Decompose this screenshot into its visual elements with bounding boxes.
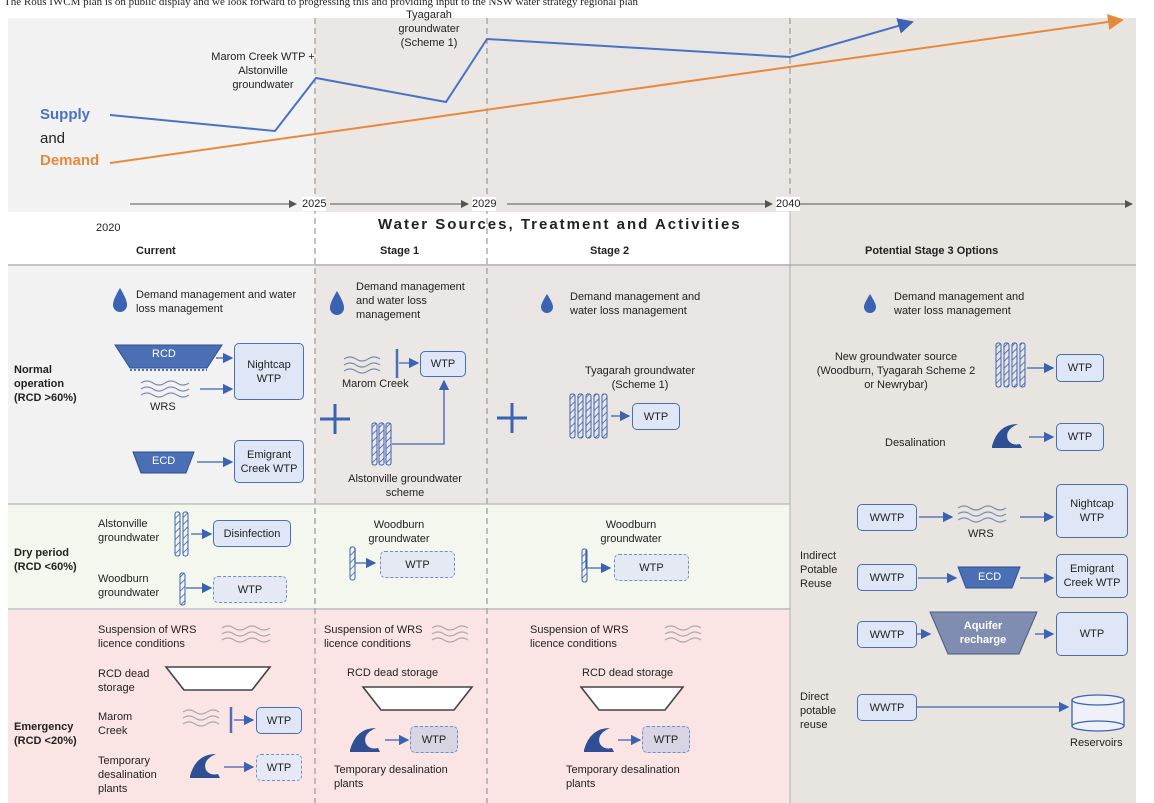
reuse-nightcap-box: Nightcap WTP <box>1056 484 1128 538</box>
current-temp-desal-label: Temporary desalination plants <box>98 755 157 795</box>
caption: The Rous IWCM plan is on public display … <box>4 0 639 8</box>
column-current: Current <box>136 245 176 257</box>
emergency-wave-icons <box>182 625 702 727</box>
column-stage3: Potential Stage 3 Options <box>865 245 999 257</box>
current-marom-label: Marom Creek <box>98 711 133 737</box>
annotation-marom: Marom Creek WTP + Alstonville groundwate… <box>211 51 315 91</box>
current-suspension-label: Suspension of WRS licence conditions <box>98 624 197 650</box>
current-demand-text: Demand management and water loss managem… <box>136 289 297 315</box>
dry-alstonville-label: Alstonville groundwater <box>98 518 160 544</box>
indirect-reuse-label: Indirect Potable Reuse <box>800 550 838 590</box>
stage2-woodburn-label: Woodburn groundwater <box>600 519 662 545</box>
stage1-rcd-dead-label: RCD dead storage <box>347 667 439 679</box>
plus-icons <box>320 403 527 434</box>
new-groundwater-label: New groundwater source (Woodburn, Tyagar… <box>816 351 976 391</box>
year-2040: 2040 <box>776 197 801 211</box>
tyagarah-label: Tyagarah groundwater (Scheme 1) <box>584 365 696 391</box>
stage2-emergency-wtp-box: WTP <box>642 726 690 753</box>
reuse-emigrant-box: Emigrant Creek WTP <box>1056 554 1128 598</box>
wwtp-box-4: WWTP <box>857 694 917 721</box>
reuse-ecd-label: ECD <box>978 571 1002 583</box>
reuse-wrs-label: WRS <box>968 528 994 540</box>
stage1-dry-wtp-box: WTP <box>380 551 455 578</box>
legend-and: and <box>40 130 66 147</box>
aquifer-recharge-icon <box>929 611 1038 655</box>
column-stage1: Stage 1 <box>380 245 420 257</box>
desalination-label: Desalination <box>885 437 946 449</box>
page-title: Water Sources, Treatment and Activities <box>378 216 742 233</box>
desalination-wave-icons <box>190 424 1022 778</box>
demand-line <box>109 14 1124 164</box>
current-rcd-dead-label: RCD dead storage <box>98 668 150 694</box>
alstonville-scheme-label: Alstonville groundwater scheme <box>348 473 462 499</box>
column-stage2: Stage 2 <box>590 245 630 257</box>
stage2-dry-wtp-box: WTP <box>614 554 689 581</box>
stage2-wtp-box: WTP <box>632 403 680 430</box>
rcd-label: RCD <box>152 348 176 360</box>
groundwater-well-icons <box>174 342 1026 606</box>
desal-wtp-box: WTP <box>1056 423 1104 451</box>
disinfection-box: Disinfection <box>213 520 291 547</box>
wrs-wave-icons <box>140 356 1007 523</box>
stage1-emergency-wtp-box: WTP <box>410 726 458 753</box>
year-2025: 2025 <box>302 197 327 211</box>
dry-current-wtp-box: WTP <box>213 576 287 603</box>
emergency-marom-wtp-box: WTP <box>256 707 302 734</box>
stage1-wtp-box: WTP <box>420 351 466 377</box>
rcd-dead-storage-icons <box>164 666 685 711</box>
wwtp-box-1: WWTP <box>857 504 917 531</box>
stage2-demand-text: Demand management and water loss managem… <box>570 291 701 317</box>
stage1-demand-text: Demand management and water loss managem… <box>356 281 465 321</box>
dry-woodburn-label: Woodburn groundwater <box>98 573 160 599</box>
stage-divider-lines <box>314 18 791 803</box>
wwtp-box-3: WWTP <box>857 621 917 648</box>
nightcap-wtp-box: Nightcap WTP <box>234 343 304 400</box>
water-drop-icons <box>113 288 876 315</box>
stage2-rcd-dead-label: RCD dead storage <box>582 667 674 679</box>
reservoirs-label: Reservoirs <box>1070 737 1123 749</box>
stage3-demand-text: Demand management and water loss managem… <box>894 291 1025 317</box>
stage1-suspension-label: Suspension of WRS licence conditions <box>324 624 423 650</box>
legend-demand: Demand <box>40 152 100 169</box>
stage3-column-bg <box>790 18 1136 803</box>
stage3-wtp-box: WTP <box>1056 354 1104 382</box>
marom-creek-label: Marom Creek <box>342 378 409 390</box>
stage2-suspension-label: Suspension of WRS licence conditions <box>530 624 629 650</box>
header-white-band <box>8 212 790 264</box>
emergency-desal-wtp-box: WTP <box>256 754 302 781</box>
legend-supply: Supply <box>40 106 91 123</box>
row-dry: Dry period (RCD <60%) <box>14 547 77 573</box>
ecd-icon-stage3 <box>957 566 1021 589</box>
year-2020: 2020 <box>96 222 121 234</box>
aquifer-recharge-label: Aquifer recharge <box>959 620 1007 646</box>
reuse-wtp-box: WTP <box>1056 612 1128 656</box>
supply-line <box>109 18 914 133</box>
stage2-temp-desal-label: Temporary desalination plants <box>566 764 680 790</box>
wwtp-box-2: WWTP <box>857 564 917 591</box>
wrs-label: WRS <box>150 401 176 413</box>
reservoir-icon <box>1071 694 1125 732</box>
row-emergency: Emergency (RCD <20%) <box>14 721 77 747</box>
rcd-dam-icon <box>114 344 223 369</box>
row-normal: Normal operation (RCD >60%) <box>14 364 77 404</box>
direct-reuse-label: Direct potable reuse <box>800 691 837 731</box>
emigrant-creek-wtp-box: Emigrant Creek WTP <box>234 440 304 483</box>
year-2029: 2029 <box>472 197 497 211</box>
stage1-woodburn-label: Woodburn groundwater <box>368 519 430 545</box>
annotation-tyagarah: Tyagarah groundwater (Scheme 1) <box>398 9 460 49</box>
stage1-temp-desal-label: Temporary desalination plants <box>334 764 448 790</box>
ecd-label: ECD <box>152 455 176 467</box>
ecd-dam-icon <box>132 451 195 474</box>
